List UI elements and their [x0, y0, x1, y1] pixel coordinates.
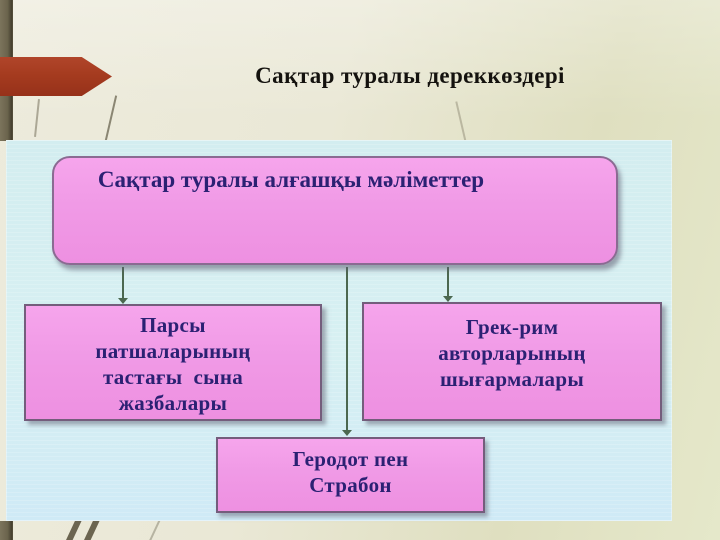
diagram-box-persian-inscriptions-label: Парсы патшаларының тастағы сына жазбалар…	[95, 313, 251, 415]
connector-root-to-right	[447, 267, 449, 296]
diagram-box-root: Сақтар туралы алғашқы мәліметтер	[52, 156, 618, 265]
connector-root-to-leaf	[346, 267, 348, 430]
diagram-box-root-label: Сақтар туралы алғашқы мәліметтер	[97, 167, 485, 192]
sketch-line	[34, 98, 40, 138]
left-accent-bar-bottom	[0, 521, 13, 540]
diagram-box-greek-roman-works: Грек-рим авторларының шығармалары	[362, 302, 662, 421]
arrowhead-down-icon	[118, 298, 128, 304]
slide-title: Сақтар туралы дереккөздері	[255, 63, 565, 88]
sketch-line	[455, 101, 467, 143]
arrowhead-down-icon	[443, 296, 453, 302]
diagram-box-greek-roman-works-label: Грек-рим авторларының шығармалары	[438, 315, 586, 391]
connector-root-to-left	[122, 267, 124, 298]
sketch-line	[104, 95, 118, 141]
diagram-box-herodotus-strabo-label: Геродот пен Страбон	[292, 447, 409, 497]
red-arrow-shape	[0, 57, 112, 96]
diagram-box-persian-inscriptions: Парсы патшаларының тастағы сына жазбалар…	[24, 304, 322, 421]
diagram-box-herodotus-strabo: Геродот пен Страбон	[216, 437, 485, 513]
arrowhead-down-icon	[342, 430, 352, 436]
